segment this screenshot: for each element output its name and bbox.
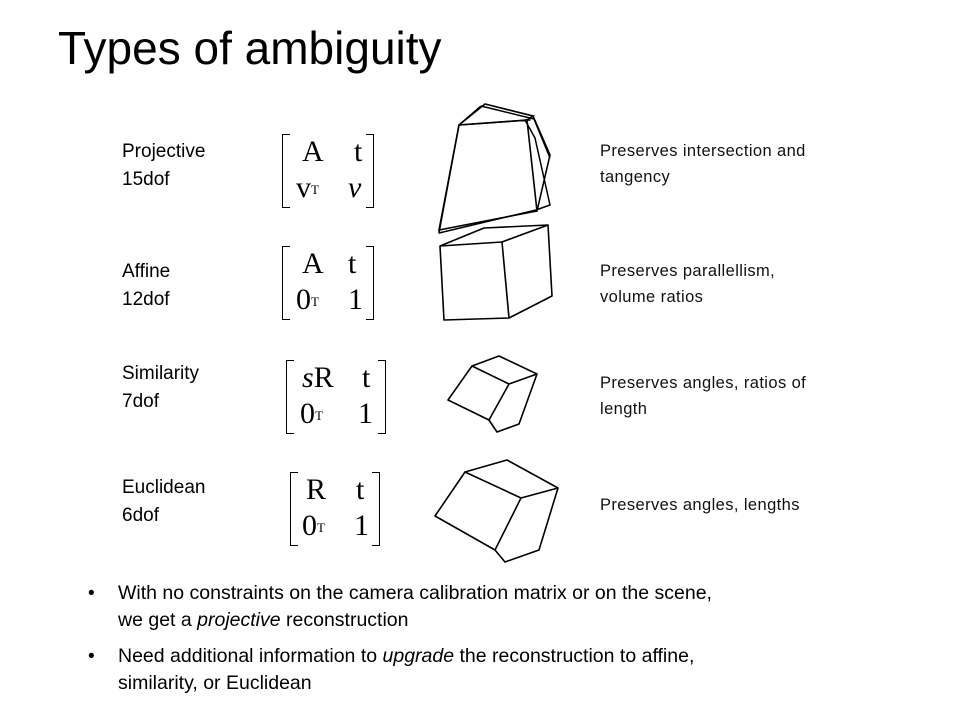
row-affine: Affine 12dof A t 0T 1 Preserves parallel… bbox=[0, 224, 960, 368]
matrix-right-bracket bbox=[372, 472, 380, 546]
matrix-cell-a: sR bbox=[302, 361, 334, 394]
matrix-cell-c: 0T bbox=[300, 397, 323, 430]
similarity-cuboid-icon bbox=[447, 355, 538, 433]
row-euclidean: Euclidean 6dof R t 0T 1 Preserves angles… bbox=[0, 459, 960, 584]
transform-name: Similarity bbox=[122, 363, 200, 384]
row-label: Euclidean 6dof bbox=[122, 474, 205, 530]
property-description: Preserves intersection and tangency bbox=[600, 138, 806, 190]
row-label: Affine 12dof bbox=[122, 258, 170, 314]
row-similarity: Similarity 7dof sR t 0T 1 Preserves angl… bbox=[0, 355, 960, 470]
euclidean-cuboid-icon bbox=[434, 459, 559, 563]
transform-matrix: A t vT v bbox=[282, 134, 374, 208]
bullet-item: • With no constraints on the camera cali… bbox=[80, 580, 940, 634]
property-line-1: Preserves parallellism, bbox=[600, 262, 776, 280]
transform-matrix: A t 0T 1 bbox=[282, 246, 374, 320]
slide-title: Types of ambiguity bbox=[58, 22, 442, 74]
bullet-line-1: With no constraints on the camera calibr… bbox=[118, 582, 712, 604]
projective-cuboid-icon bbox=[437, 103, 551, 234]
matrix-cell-c: vT bbox=[296, 171, 319, 204]
transform-dof: 12dof bbox=[122, 289, 170, 310]
bullet-list: • With no constraints on the camera cali… bbox=[80, 580, 940, 706]
matrix-left-bracket bbox=[286, 360, 294, 434]
affine-cuboid-icon bbox=[439, 224, 553, 321]
property-line-1: Preserves angles, lengths bbox=[600, 496, 800, 514]
row-label: Projective 15dof bbox=[122, 138, 205, 194]
matrix-left-bracket bbox=[290, 472, 298, 546]
matrix-cell-d: 1 bbox=[354, 509, 369, 542]
property-line-2: tangency bbox=[600, 168, 671, 186]
bullet-dot-icon: • bbox=[88, 583, 95, 604]
bullet-line-1: Need additional information to upgrade t… bbox=[118, 645, 695, 667]
matrix-cell-d: 1 bbox=[348, 283, 363, 316]
matrix-cell-c: 0T bbox=[302, 509, 325, 542]
matrix-cell-b: t bbox=[362, 361, 371, 394]
matrix-right-bracket bbox=[366, 246, 374, 320]
property-description: Preserves parallellism, volume ratios bbox=[600, 258, 775, 310]
matrix-cell-a: R bbox=[306, 473, 327, 506]
matrix-right-bracket bbox=[378, 360, 386, 434]
transform-name: Euclidean bbox=[122, 477, 206, 498]
matrix-cell-a: A bbox=[302, 247, 324, 280]
property-line-1: Preserves angles, ratios of bbox=[600, 374, 807, 392]
matrix-right-bracket bbox=[366, 134, 374, 208]
matrix-cell-c: 0T bbox=[296, 283, 319, 316]
matrix-cell-d: v bbox=[348, 171, 362, 204]
matrix-cell-a: A bbox=[302, 135, 324, 168]
row-projective: Projective 15dof A t vT v Pre bbox=[0, 103, 960, 248]
transform-name: Projective bbox=[122, 141, 206, 162]
matrix-cell-b: t bbox=[354, 135, 363, 168]
matrix-left-bracket bbox=[282, 246, 290, 320]
transform-matrix: sR t 0T 1 bbox=[286, 360, 386, 434]
property-line-2: length bbox=[600, 400, 648, 418]
bullet-dot-icon: • bbox=[88, 646, 95, 667]
transform-dof: 15dof bbox=[122, 169, 170, 190]
bullet-line-2: similarity, or Euclidean bbox=[118, 672, 312, 694]
transform-matrix: R t 0T 1 bbox=[290, 472, 380, 546]
property-description: Preserves angles, ratios of length bbox=[600, 370, 806, 422]
matrix-cell-b: t bbox=[348, 247, 357, 280]
transform-dof: 7dof bbox=[122, 391, 159, 412]
row-label: Similarity 7dof bbox=[122, 360, 199, 416]
transform-dof: 6dof bbox=[122, 505, 159, 526]
property-line-2: volume ratios bbox=[600, 288, 704, 306]
property-description: Preserves angles, lengths bbox=[600, 492, 800, 518]
matrix-left-bracket bbox=[282, 134, 290, 208]
matrix-cell-d: 1 bbox=[358, 397, 373, 430]
bullet-line-2: we get a projective reconstruction bbox=[118, 609, 409, 631]
property-line-1: Preserves intersection and bbox=[600, 142, 806, 160]
transform-name: Affine bbox=[122, 261, 171, 282]
bullet-item: • Need additional information to upgrade… bbox=[80, 643, 940, 697]
matrix-cell-b: t bbox=[356, 473, 365, 506]
